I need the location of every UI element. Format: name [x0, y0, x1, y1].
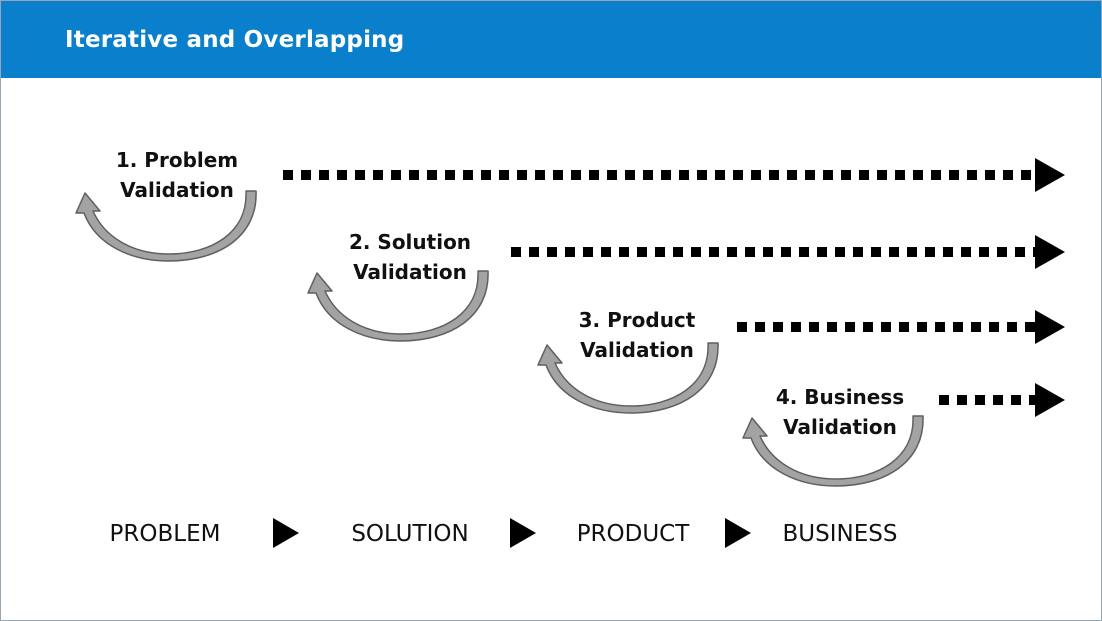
flow-step-solution: SOLUTION: [351, 521, 468, 547]
stage-4-label-line1: 4. Business: [776, 385, 904, 409]
page-title: Iterative and Overlapping: [65, 27, 405, 53]
arrow-head-icon: [1035, 235, 1065, 269]
flow-step-business: BUSINESS: [783, 521, 898, 547]
stage-3-label-line1: 3. Product: [579, 308, 696, 332]
stage-1-label-line2: Validation: [120, 178, 234, 202]
triangle-right-icon: [273, 518, 299, 548]
triangle-right-icon: [725, 518, 751, 548]
stage-3: 3. Product Validation: [537, 308, 1065, 414]
flow-step-problem: PROBLEM: [110, 521, 221, 547]
stage-2-label-line1: 2. Solution: [349, 230, 471, 254]
stage-4-label-line2: Validation: [783, 415, 897, 439]
stage-1-label-line1: 1. Problem: [116, 148, 238, 172]
stage-2-label-line2: Validation: [353, 260, 467, 284]
stage-1: 1. Problem Validation: [75, 148, 1065, 262]
arrow-head-icon: [1035, 310, 1065, 344]
arrow-head-icon: [1035, 383, 1065, 417]
flow-row: PROBLEM SOLUTION PRODUCT BUSINESS: [110, 518, 898, 548]
arrow-head-icon: [1035, 158, 1065, 192]
stage-3-label-line2: Validation: [580, 338, 694, 362]
header-bar: Iterative and Overlapping: [1, 1, 1101, 78]
flow-step-product: PRODUCT: [577, 521, 691, 547]
triangle-right-icon: [510, 518, 536, 548]
stage-2: 2. Solution Validation: [307, 230, 1065, 342]
stage-4: 4. Business Validation: [742, 383, 1065, 487]
